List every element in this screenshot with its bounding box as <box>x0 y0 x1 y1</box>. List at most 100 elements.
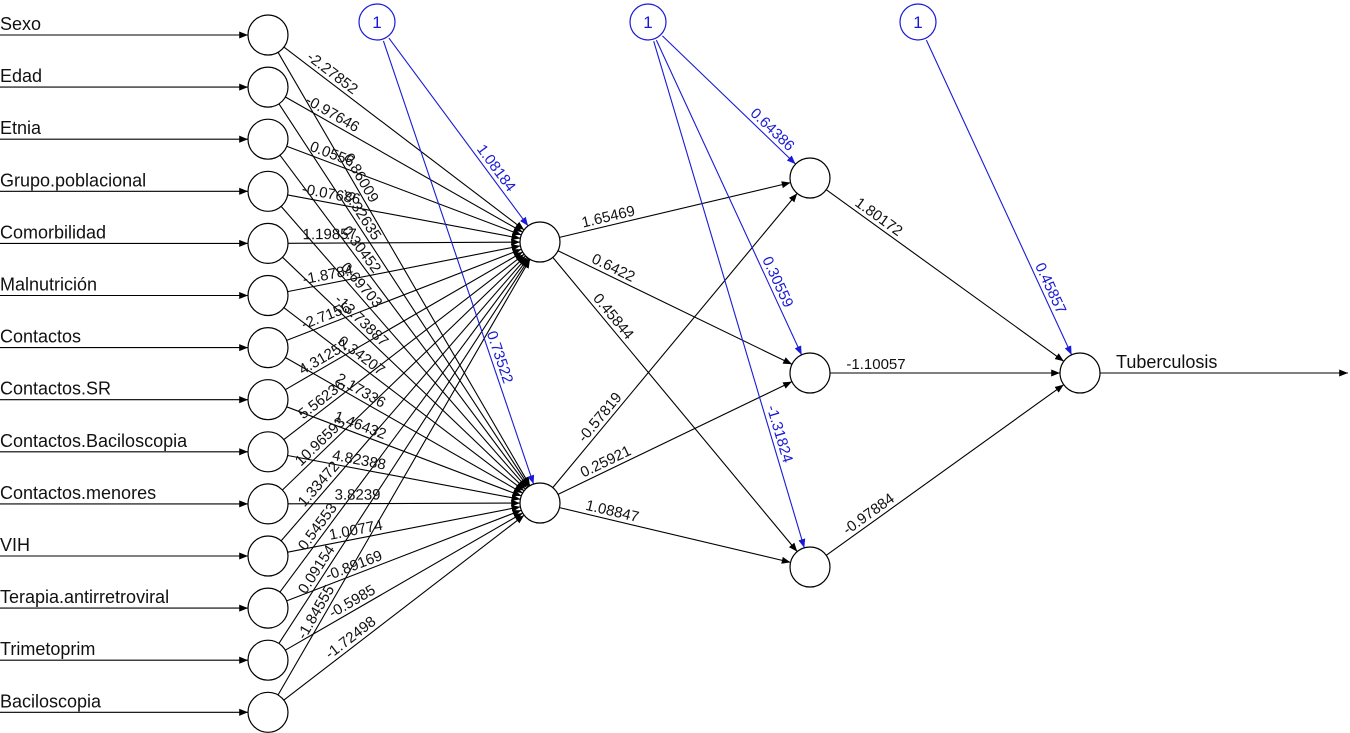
input-label: Grupo.poblacional <box>0 170 146 190</box>
weight-labels: SexoEdadEtniaGrupo.poblacionalComorbilid… <box>0 14 1217 711</box>
input-label: Sexo <box>0 14 41 34</box>
edge-bias-layer1 <box>388 37 529 227</box>
edge-input-to-h1 <box>285 251 523 391</box>
hidden-node-layer2 <box>789 546 831 588</box>
edge-h2-to-layer2 <box>559 507 791 564</box>
edge-layer2-to-output <box>825 384 1065 556</box>
edge-h1-to-layer2 <box>552 257 798 552</box>
edge-bias-layer1 <box>382 40 535 485</box>
bias-node <box>629 3 667 41</box>
bias-weight-label-layer2: 0.30559 <box>758 254 796 310</box>
input-label: Trimetoprim <box>0 639 95 659</box>
edge-input-to-h1 <box>278 258 530 644</box>
input-label: VIH <box>0 535 30 555</box>
weight-label-input-h1: 0.0556 <box>307 138 356 170</box>
weight-label-input-h1: 1.19857 <box>303 226 357 243</box>
input-label: Contactos <box>0 327 81 347</box>
edge-input-to-h1 <box>287 238 521 246</box>
input-node <box>247 14 289 56</box>
weight-label-h1-layer2: 0.6422 <box>589 250 638 285</box>
input-node <box>247 379 289 421</box>
weight-label-input-h1: -2.27852 <box>304 49 361 98</box>
edge-bias-layer2 <box>655 39 803 356</box>
edge-input-to-h1 <box>283 46 525 231</box>
edge-input-to-h2 <box>287 505 521 553</box>
bias-node <box>899 3 937 41</box>
hidden-node-layer2 <box>789 157 831 199</box>
weight-label-layer2-output: -1.10057 <box>846 356 905 373</box>
edge-h2-to-layer2 <box>557 381 793 495</box>
bias-node-label: 1 <box>372 13 381 32</box>
input-label: Baciloscopia <box>0 691 102 711</box>
input-label: Contactos.Baciloscopia <box>0 431 188 451</box>
weight-label-layer2-output: 1.80172 <box>852 194 906 240</box>
bias-weight-label-output: 0.45857 <box>1031 260 1069 316</box>
connection-edges <box>0 31 1348 716</box>
input-label: Comorbilidad <box>0 222 106 242</box>
edge-input-to-h1 <box>286 145 522 236</box>
bias-weight-label-layer1: 0.73522 <box>483 329 516 386</box>
input-node <box>247 691 289 733</box>
network-nodes: 1 1 1 <box>247 3 1101 733</box>
input-label: Contactos.SR <box>0 379 111 399</box>
edge-input-to-h1 <box>287 244 521 293</box>
hidden-node-layer2 <box>789 352 831 394</box>
input-node <box>247 327 289 369</box>
hidden-node-layer1 <box>519 221 561 263</box>
edge-input-to-h1 <box>282 255 526 491</box>
input-node <box>247 639 289 681</box>
weight-label-input-h1: -0.97646 <box>302 92 362 136</box>
weight-label-input-h1: -2.7156 <box>299 299 353 333</box>
edge-input-to-h1 <box>287 194 521 241</box>
output-label: Tuberculosis <box>1116 352 1217 372</box>
edge-input-to-h1 <box>286 248 522 341</box>
weight-label-h1-layer2: 0.45844 <box>589 290 637 343</box>
edge-input-to-h2 <box>286 509 522 602</box>
edge-bias-layer2 <box>653 41 806 548</box>
input-node <box>247 587 289 629</box>
edge-input-to-h1 <box>280 256 528 542</box>
input-label: Malnutrición <box>0 275 97 295</box>
edge-layer2-to-output <box>825 189 1065 362</box>
input-label: Contactos.menores <box>0 483 156 503</box>
weight-label-input-h1: -1.8784 <box>301 262 354 288</box>
edge-h1-to-layer2 <box>557 250 793 365</box>
input-node <box>247 431 289 473</box>
input-label: Edad <box>0 66 42 86</box>
weight-label-h2-layer2: -0.57819 <box>575 389 626 445</box>
input-node <box>247 222 289 264</box>
weight-label-layer2-output: -0.97884 <box>840 490 898 538</box>
bias-node-label: 1 <box>643 13 652 32</box>
hidden-node-layer1 <box>519 482 561 524</box>
edge-input-to-h1 <box>279 257 529 593</box>
output-node <box>1059 352 1101 394</box>
edge-input-to-h2 <box>287 499 521 507</box>
bias-node <box>358 3 396 41</box>
input-node <box>247 483 289 525</box>
weight-label-h2-layer2: 1.08847 <box>584 497 641 526</box>
input-label: Terapia.antirretroviral <box>0 587 169 607</box>
bias-weight-label-layer2: -1.31824 <box>763 403 796 465</box>
bias-weight-label-layer2: 0.64386 <box>747 105 798 155</box>
input-label: Etnia <box>0 118 42 138</box>
weight-label-h1-layer2: 1.65469 <box>580 203 637 232</box>
edge-input-to-h2 <box>283 514 525 701</box>
weight-label-input-h2: 3.8239 <box>335 487 381 504</box>
input-node <box>247 274 289 317</box>
input-node <box>247 170 289 212</box>
input-node <box>247 535 289 577</box>
weight-label-input-h2: -1.72498 <box>322 613 379 663</box>
input-node <box>247 118 289 160</box>
edge-input-to-h1 <box>277 259 531 696</box>
bias-node-label: 1 <box>913 13 922 32</box>
edge-bias-output <box>925 39 1073 356</box>
edge-input-to-h1 <box>283 253 525 441</box>
edge-h1-to-layer2 <box>559 181 791 238</box>
edge-bias-layer2 <box>662 35 796 165</box>
weight-label-input-h2: 1.00774 <box>328 517 384 544</box>
edge-input-to-h2 <box>285 512 523 651</box>
input-node <box>247 66 289 108</box>
edge-input-to-h1 <box>285 96 523 233</box>
edge-h2-to-layer2 <box>552 193 798 488</box>
